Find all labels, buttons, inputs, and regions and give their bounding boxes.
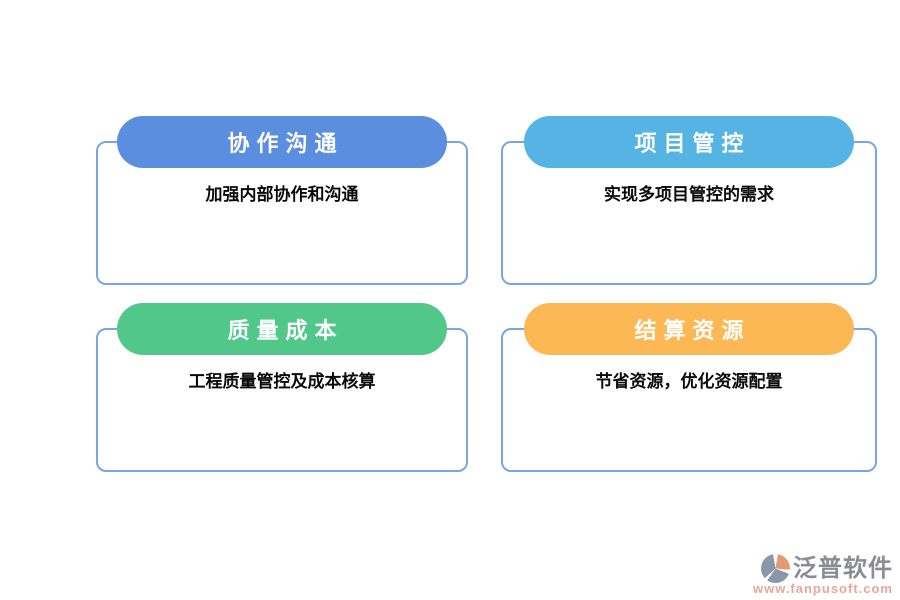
card-title-pill: 质量成本 [117,303,447,355]
card-title-pill: 协作沟通 [117,116,447,168]
card-project-control: 项目管控 实现多项目管控的需求 [501,116,877,285]
card-settlement-resources: 结算资源 节省资源，优化资源配置 [501,303,877,472]
card-quality-cost: 质量成本 工程质量管控及成本核算 [96,303,468,472]
fanpu-circle-icon [761,554,790,583]
card-description: 工程质量管控及成本核算 [188,372,376,391]
card-title-pill: 项目管控 [524,116,854,168]
card-description: 实现多项目管控的需求 [604,185,774,204]
card-title-pill: 结算资源 [524,303,854,355]
brand-name: 泛普软件 [793,554,893,582]
brand-url: www.fanpusoft.com [752,581,893,596]
brand-row: 泛普软件 [761,554,893,583]
card-description: 节省资源，优化资源配置 [595,372,783,391]
card-description: 加强内部协作和沟通 [205,185,359,204]
brand-watermark: 泛普软件 www.fanpusoft.com [753,554,893,596]
card-collaboration: 协作沟通 加强内部协作和沟通 [96,116,468,285]
